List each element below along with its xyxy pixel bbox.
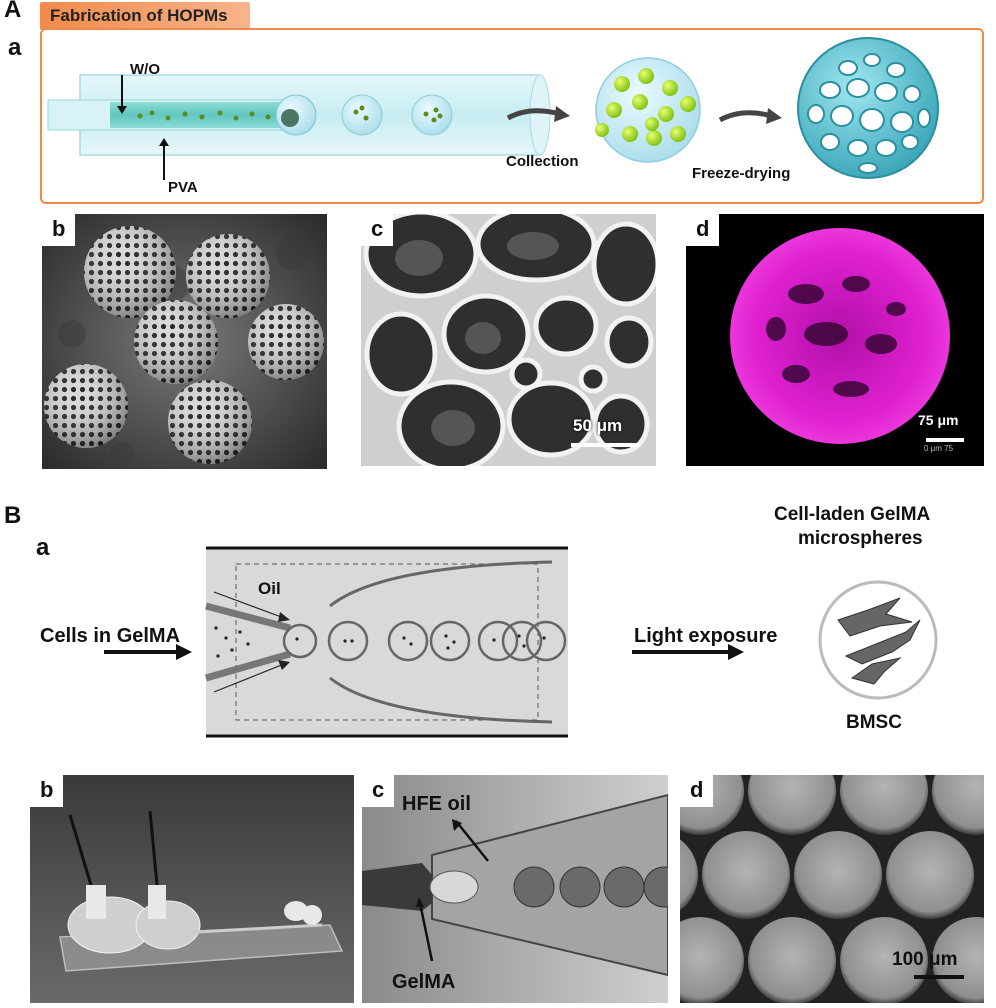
panel-a-c-scalebar bbox=[571, 443, 639, 447]
panel-b-b-label: b bbox=[30, 775, 64, 807]
freeze-label: Freeze-drying bbox=[692, 165, 790, 182]
panel-b-c-label: c bbox=[362, 775, 395, 807]
panel-a-d-label: d bbox=[686, 214, 720, 246]
bmsc-cells bbox=[837, 597, 921, 685]
panel-a-c-scale-text: 50 μm bbox=[573, 416, 623, 435]
panel-a-b-label: b bbox=[42, 214, 76, 246]
device-photo-image bbox=[30, 775, 354, 1003]
oil-label: Oil bbox=[258, 579, 281, 598]
droplet-1 bbox=[341, 94, 383, 136]
panel-a-label: a bbox=[8, 34, 22, 61]
sem-spheres-image bbox=[42, 214, 327, 469]
wo-label: W/O bbox=[130, 61, 160, 78]
section-b-letter: B bbox=[4, 502, 22, 529]
banner-text: Fabrication of HOPMs bbox=[50, 6, 228, 25]
panel-a-d-scale-text: 75 μm bbox=[918, 412, 959, 428]
panel-a-frame bbox=[40, 28, 984, 204]
sem-pores-image bbox=[361, 214, 656, 466]
scaffold-pores bbox=[807, 53, 931, 174]
panel-b-b-photo: b bbox=[30, 775, 354, 1003]
droplet-2 bbox=[411, 94, 453, 136]
panel-b-c-micrograph: c HFE oil GelMA bbox=[362, 775, 668, 1003]
panel-b-a-schematic: Oil Cells in GelMA Light exposure BMSC bbox=[40, 546, 938, 738]
sphere-array bbox=[680, 775, 984, 1003]
fluorescence-image bbox=[686, 214, 984, 466]
packed-spheres-image bbox=[680, 775, 984, 1003]
light-label: Light exposure bbox=[634, 625, 777, 647]
microsphere-title-2: microspheres bbox=[798, 528, 923, 549]
panel-a-schematic: W/O PVA Collection Freeze-drying bbox=[47, 37, 939, 196]
panel-b-d-scale-text: 100 μm bbox=[892, 949, 958, 970]
cells-label: Cells in GelMA bbox=[40, 625, 180, 647]
panel-a-b-sem: b bbox=[42, 214, 327, 469]
microfluidic-channel bbox=[206, 548, 568, 736]
cell-laden-microsphere bbox=[818, 580, 938, 700]
panel-b-d-micrograph: d 100 μm bbox=[680, 775, 984, 1003]
panel-a-d-scalebar bbox=[926, 438, 964, 442]
hfe-oil-label: HFE oil bbox=[402, 793, 471, 815]
gelma-droplets bbox=[282, 620, 567, 662]
nozzle-micrograph-image bbox=[362, 775, 668, 1003]
gelma-label: GelMA bbox=[392, 971, 456, 993]
collection-label: Collection bbox=[506, 153, 579, 170]
panel-a-d-fluorescence: d 75 μm 0 μm 75 bbox=[686, 214, 984, 466]
microsphere-title-1: Cell-laden GelMA bbox=[774, 504, 931, 525]
green-microbeads bbox=[595, 68, 696, 146]
bmsc-label: BMSC bbox=[846, 712, 902, 733]
panel-a-c-sem: c 50 μm bbox=[361, 214, 656, 466]
panel-a-c-label: c bbox=[361, 214, 394, 246]
panel-b-d-scalebar bbox=[914, 975, 964, 979]
panel-a-d-scale-small: 0 μm 75 bbox=[924, 444, 954, 453]
pva-label: PVA bbox=[168, 179, 198, 196]
panel-b-d-label: d bbox=[680, 775, 714, 807]
section-a-letter: A bbox=[4, 0, 22, 23]
sem-sphere-group bbox=[44, 226, 324, 464]
panel-b-a-label: a bbox=[36, 534, 50, 561]
section-a-banner: Fabrication of HOPMs bbox=[40, 2, 250, 30]
